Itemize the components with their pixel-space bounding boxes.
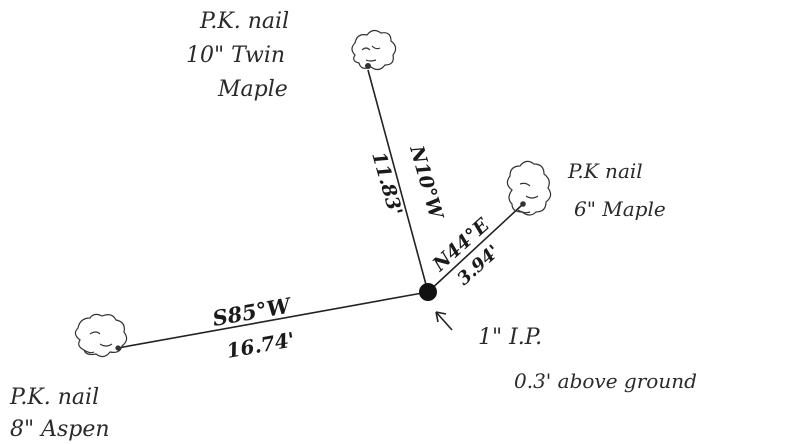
east-nail-point (520, 201, 526, 207)
southwest-label-line1: P.K. nail (9, 385, 99, 410)
southwest-label-line2: 8" Aspen (10, 417, 110, 442)
north-label-line3: Maple (217, 77, 288, 102)
tree-canopy-icon (351, 29, 397, 71)
pin-label-line1: 1" I.P. (478, 325, 542, 350)
east-label-line1: P.K nail (567, 159, 643, 183)
west-distance: 16.74' (225, 327, 297, 363)
north-label-line1: P.K. nail (199, 9, 289, 34)
pin-label-line2: 0.3' above ground (514, 369, 697, 393)
east-tie-line (427, 204, 523, 293)
pointer-arrow-icon (435, 311, 453, 331)
north-bearing: N10°W (405, 142, 447, 222)
north-label-line2: 10" Twin (186, 43, 285, 68)
west-tie-line (117, 291, 429, 349)
tree-canopy-icon (74, 313, 128, 358)
east-label-line2: 6" Maple (574, 197, 666, 221)
west-bearing: S85°W (211, 292, 295, 331)
north-nail-point (365, 63, 371, 69)
north-distance: 11.83' (367, 149, 406, 218)
west-nail-point (115, 345, 121, 351)
iron-pin-icon (419, 283, 437, 301)
tree-canopy-icon (506, 160, 552, 216)
north-tie-line (367, 69, 429, 293)
